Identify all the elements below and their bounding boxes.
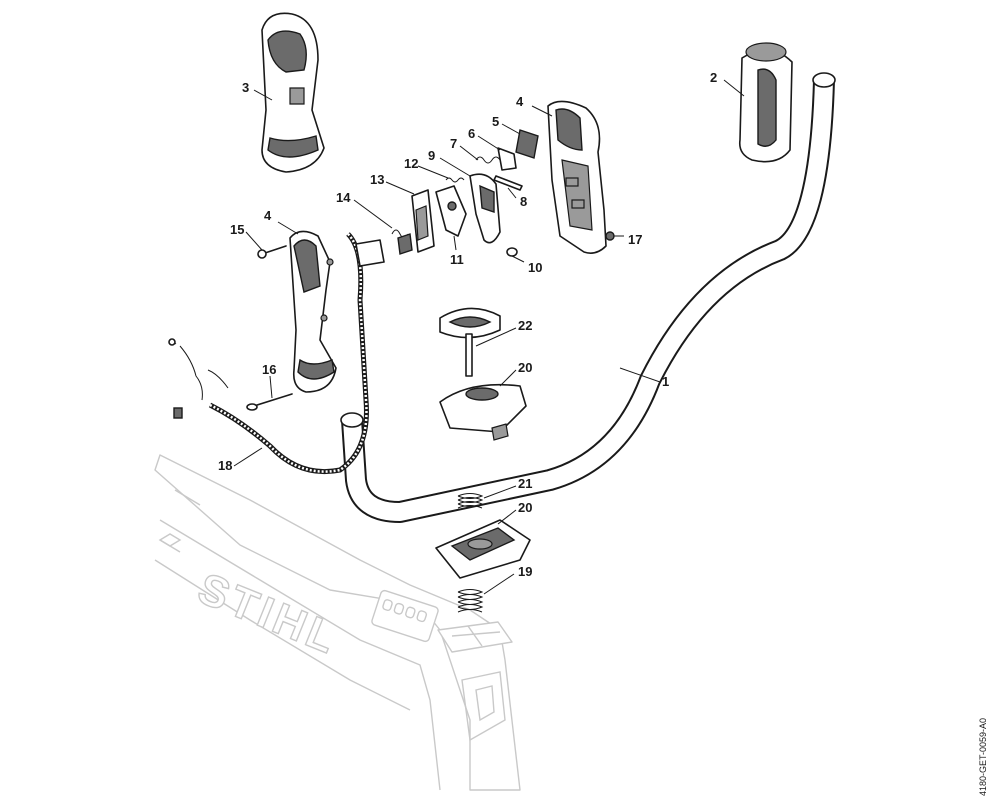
- part-6-clip: [497, 147, 517, 171]
- callout-22: 22: [518, 318, 532, 333]
- part-17-nut: [605, 231, 615, 241]
- callout-17: 17: [628, 232, 642, 247]
- part-8-pin: [493, 175, 523, 191]
- callout-3: 3: [242, 80, 249, 95]
- part-10-washer: [506, 247, 518, 257]
- callout-11: 11: [450, 252, 464, 267]
- right-grip: [738, 42, 793, 163]
- callout-20-upper: 20: [518, 360, 532, 375]
- callout-16: 16: [262, 362, 276, 377]
- callout-9: 9: [428, 148, 435, 163]
- callout-1: 1: [662, 374, 669, 389]
- callout-5: 5: [492, 114, 499, 129]
- callout-4-right: 4: [516, 94, 524, 109]
- callout-13: 13: [370, 172, 384, 187]
- callout-2: 2: [710, 70, 717, 85]
- callout-6: 6: [468, 126, 475, 141]
- control-handle-top: [261, 12, 325, 173]
- part-7-spring: [475, 156, 501, 164]
- clamp-knob-screw: [439, 307, 501, 377]
- part-11-lever: [435, 185, 467, 237]
- spring-19: [457, 589, 484, 613]
- callout-21: 21: [518, 476, 532, 491]
- spring-21: [457, 493, 484, 509]
- handle-shell-right: [547, 100, 607, 254]
- callout-20-lower: 20: [518, 500, 532, 515]
- part-16-screw: [253, 393, 293, 407]
- upper-clamp: [439, 383, 527, 441]
- handle-shell-left: [289, 230, 337, 393]
- small-parts: [246, 129, 615, 411]
- callout-18: 18: [218, 458, 232, 473]
- part-12-spring: [445, 177, 465, 183]
- lower-clamp: [435, 519, 531, 579]
- drawing-code: 4180-GET-0059-A0: [978, 718, 988, 796]
- leader-lines: [233, 79, 745, 595]
- callout-15: 15: [230, 222, 244, 237]
- throttle-cable: [168, 232, 385, 475]
- callout-14: 14: [336, 190, 351, 205]
- handlebar-tube: [340, 72, 836, 523]
- callout-19: 19: [518, 564, 532, 579]
- callout-4-left: 4: [264, 208, 272, 223]
- part-5-slider: [515, 129, 539, 159]
- callout-7: 7: [450, 136, 457, 151]
- callout-labels: 1 2 3 4 4 5 6 7 8 9 10 11 12 13 14 15 16…: [218, 70, 717, 579]
- callout-12: 12: [404, 156, 418, 171]
- callout-8: 8: [520, 194, 527, 209]
- callout-10: 10: [528, 260, 542, 275]
